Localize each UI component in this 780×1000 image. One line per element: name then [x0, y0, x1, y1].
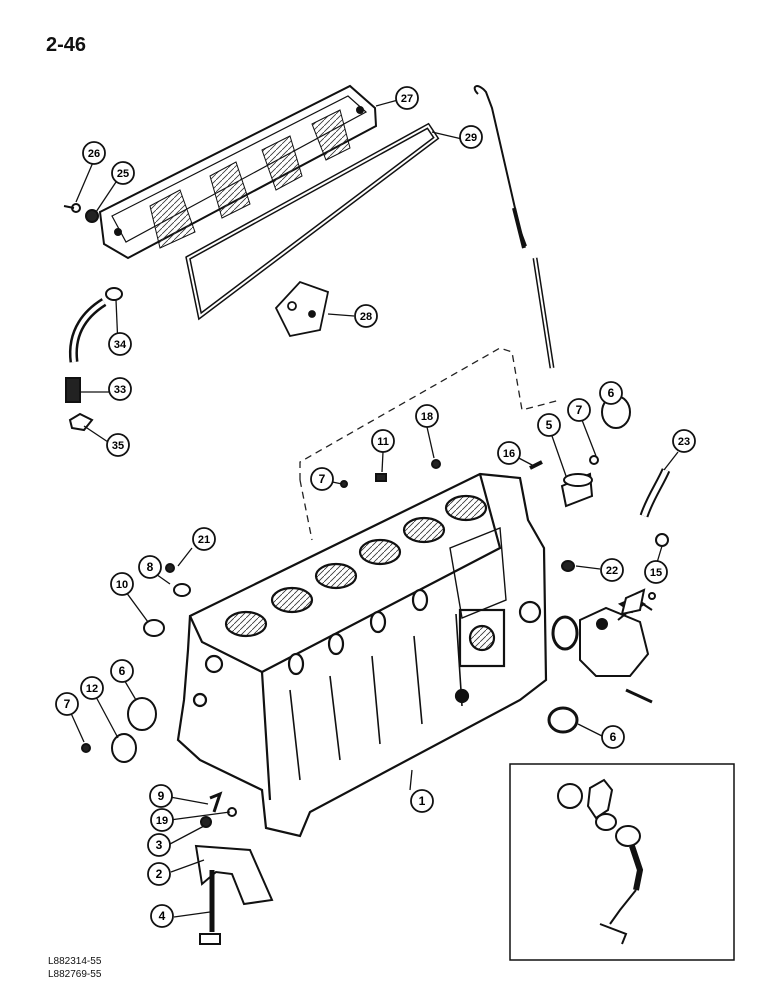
callout-label: 4: [159, 909, 166, 923]
c6b: 6: [110, 659, 134, 683]
c9: 9: [149, 784, 173, 808]
cover-plate: [274, 280, 330, 338]
callout-label: 9: [158, 789, 165, 803]
callout-label: 6: [610, 730, 617, 744]
figure-code: L882314-55: [48, 956, 102, 967]
callout-label: 34: [114, 339, 127, 351]
c25: 25: [111, 161, 135, 185]
c33: 33: [108, 377, 132, 401]
bearing-cap-and-bolt: [194, 844, 274, 945]
callout-label: 28: [360, 311, 372, 323]
valve-cover: [98, 84, 378, 260]
callout-label: 8: [147, 560, 154, 574]
c28: 28: [354, 304, 378, 328]
c16: 16: [497, 441, 521, 465]
callout-label: 35: [112, 440, 124, 452]
c19: 19: [150, 808, 174, 832]
c5: 5: [537, 413, 561, 437]
c29: 29: [459, 125, 483, 149]
breather-hose: [63, 203, 123, 432]
callout-label: 6: [608, 386, 615, 400]
engine-block: [176, 472, 548, 838]
c21: 21: [192, 527, 216, 551]
c7c: 7: [55, 692, 79, 716]
callout-label: 7: [319, 472, 326, 486]
c6a: 6: [599, 381, 623, 405]
valve-cover-gasket: [185, 122, 440, 321]
callout-label: 23: [678, 436, 690, 448]
c34: 34: [108, 332, 132, 356]
c3: 3: [147, 833, 171, 857]
c6c: 6: [601, 725, 625, 749]
callout-label: 21: [198, 534, 210, 546]
figure-code: L882769-55: [48, 969, 102, 980]
c15: 15: [644, 560, 668, 584]
callout-label: 6: [119, 664, 126, 678]
c7b: 7: [310, 467, 334, 491]
callout-label: 10: [116, 579, 128, 591]
callout-label: 7: [576, 403, 583, 417]
c27: 27: [395, 86, 419, 110]
callout-label: 7: [64, 697, 71, 711]
callout-label: 11: [377, 436, 389, 448]
assembly-guide-lines: [299, 347, 561, 541]
dipstick: [473, 85, 555, 369]
page-number: 2-46: [46, 34, 87, 56]
c23: 23: [672, 429, 696, 453]
callout-label: 26: [88, 148, 100, 160]
callout-label: 22: [606, 565, 618, 577]
c18: 18: [415, 404, 439, 428]
callout-label: 2: [156, 867, 163, 881]
coolant-pipe: [639, 468, 671, 547]
c4: 4: [150, 904, 174, 928]
callout-label: 25: [117, 168, 129, 180]
callout-label: 5: [546, 418, 553, 432]
c8: 8: [138, 555, 162, 579]
c12: 12: [80, 676, 104, 700]
c2: 2: [147, 862, 171, 886]
callout-label: 19: [156, 815, 168, 827]
c1: 1: [410, 789, 434, 813]
callout-label: 1: [419, 794, 426, 808]
callout-label: 33: [114, 384, 126, 396]
callout-label: 3: [156, 838, 163, 852]
callout-label: 12: [86, 683, 98, 695]
c22: 22: [600, 558, 624, 582]
c35: 35: [106, 433, 130, 457]
callout-label: 27: [401, 93, 413, 105]
c26: 26: [82, 141, 106, 165]
thermostat-housing: [547, 596, 653, 734]
callout-label: 29: [465, 132, 477, 144]
inset-detail: [509, 763, 735, 961]
callout-label: 18: [421, 411, 433, 423]
callout-label: 16: [503, 448, 515, 460]
callout-leaders: [69, 99, 679, 918]
callout-label: 15: [650, 567, 662, 579]
c7a: 7: [567, 398, 591, 422]
c10: 10: [110, 572, 134, 596]
c11: 11: [371, 429, 395, 453]
